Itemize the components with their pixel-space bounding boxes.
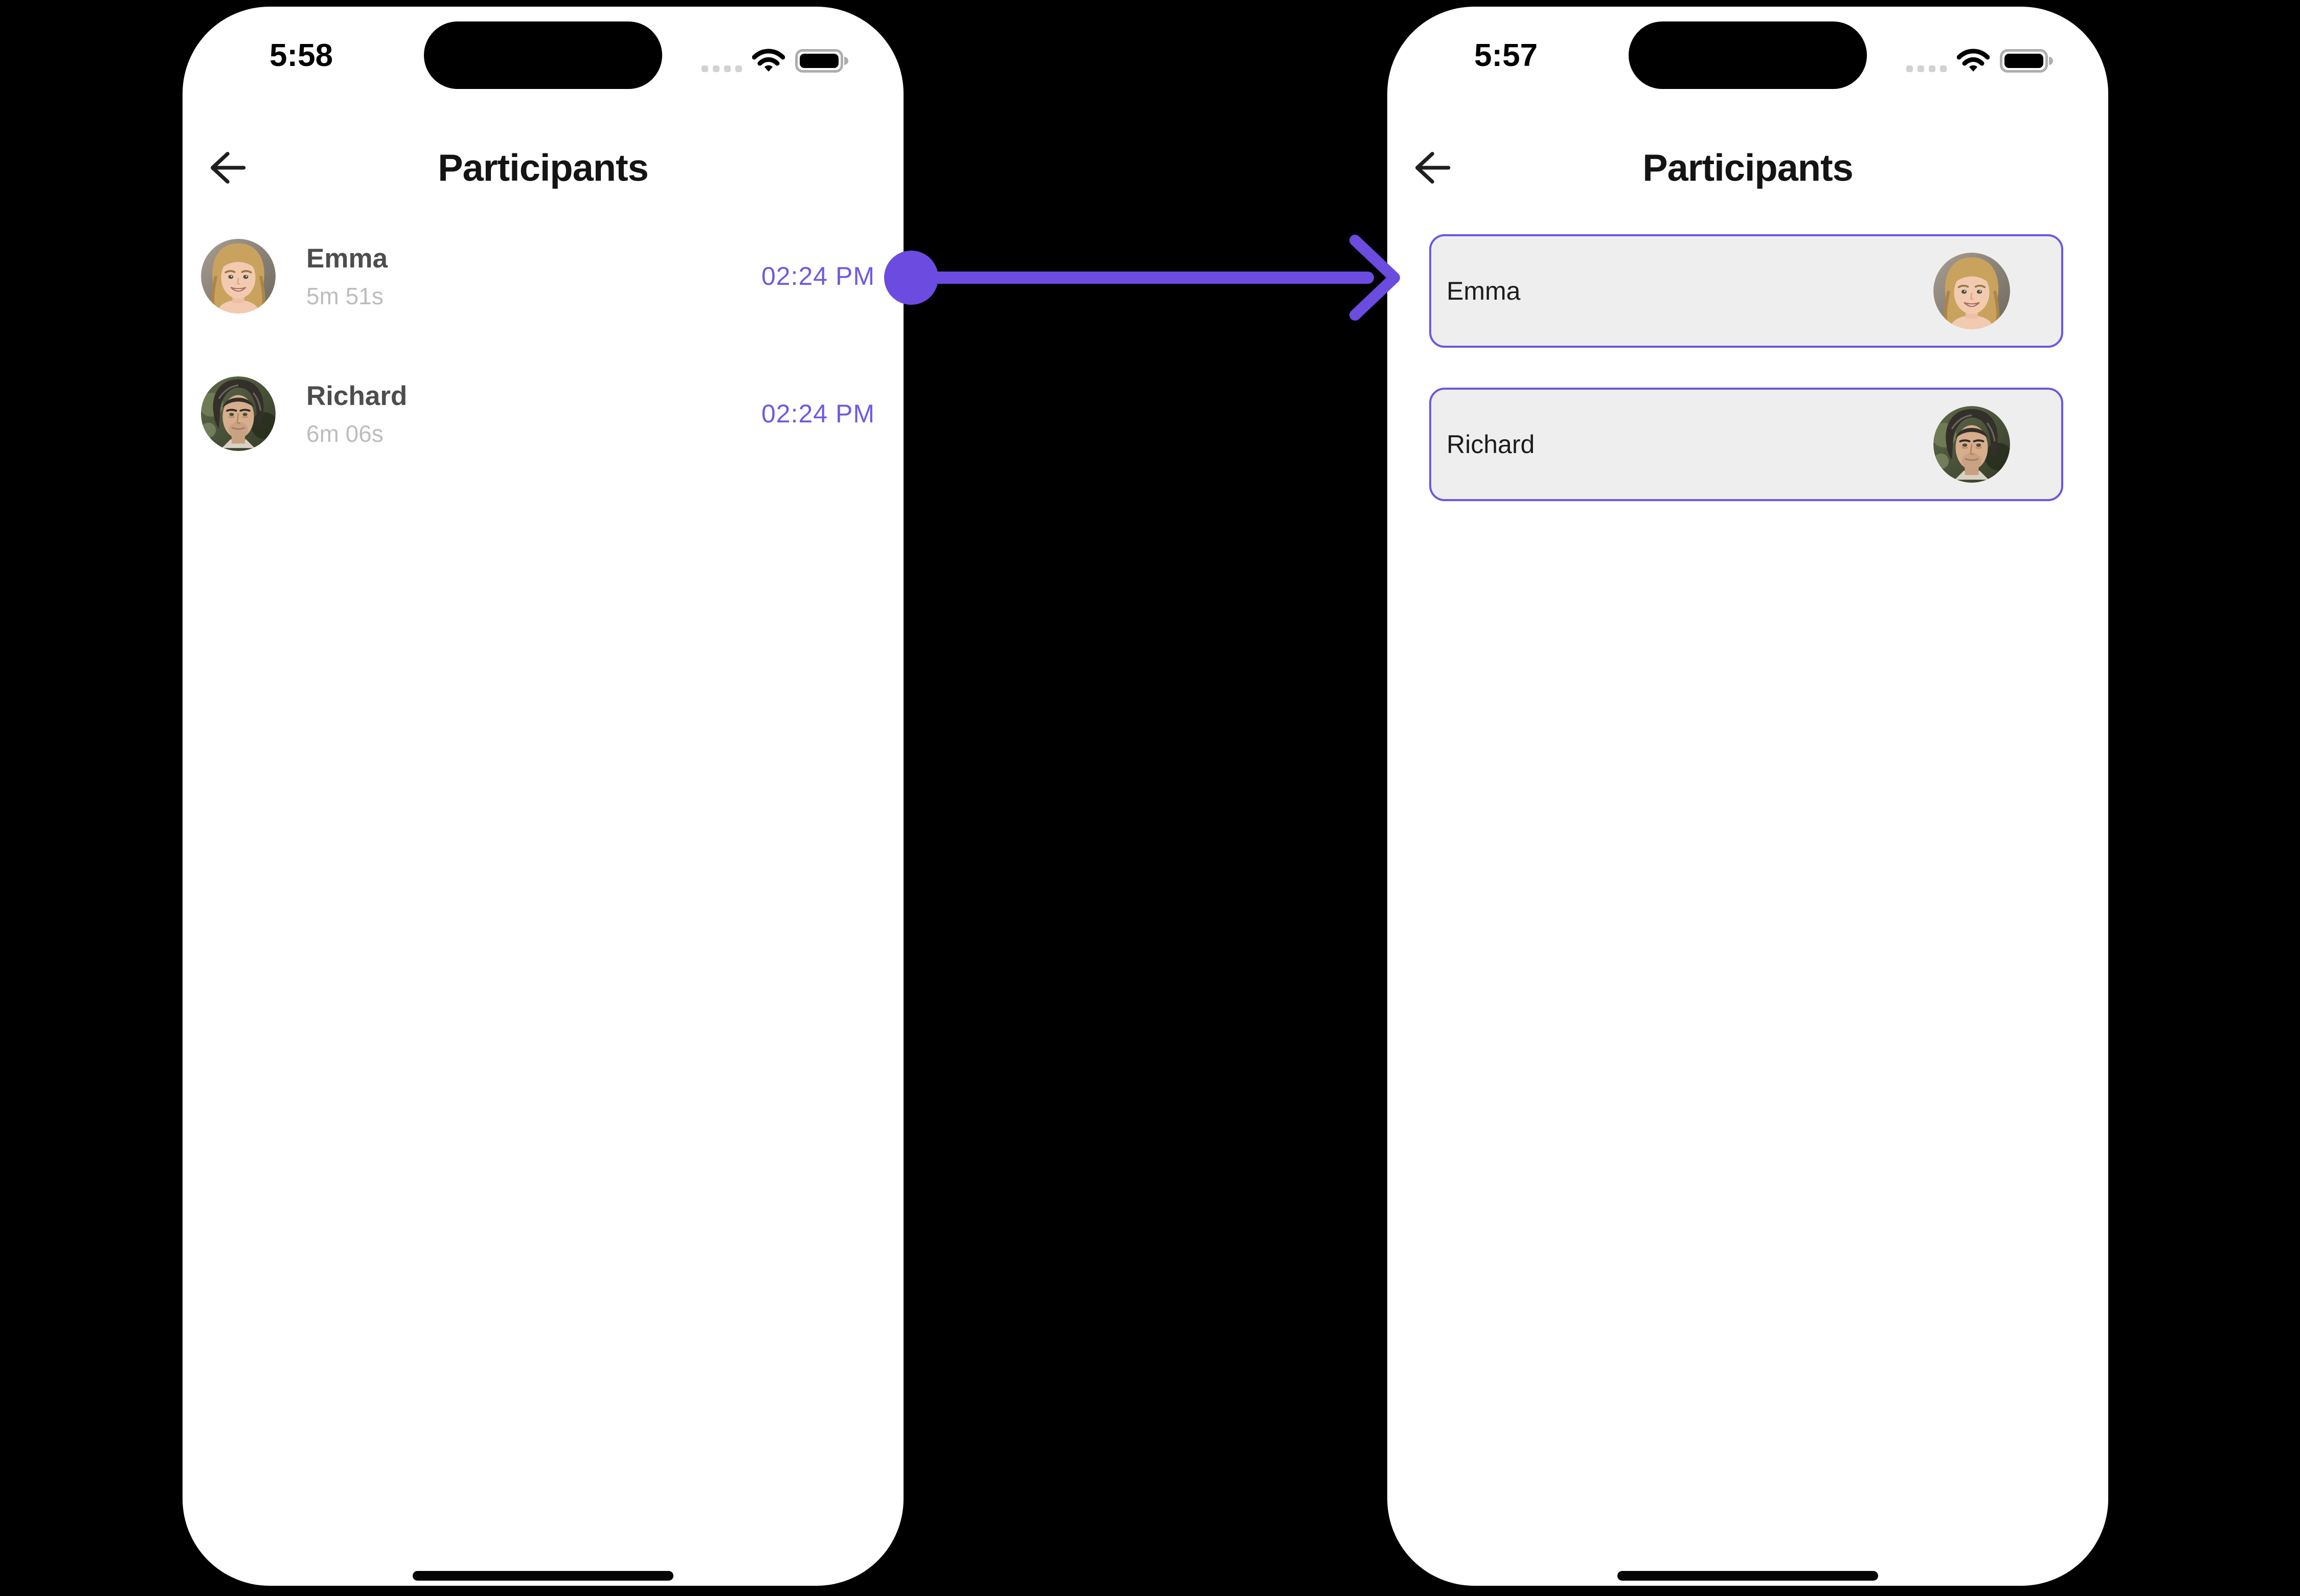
header: Participants (1387, 129, 2108, 206)
header: Participants (183, 129, 904, 206)
participant-card[interactable]: Emma (1429, 234, 2063, 348)
participant-time: 02:24 PM (761, 399, 875, 428)
phone-before-screen: 5:58 Participants Emma 5m 51s (183, 7, 904, 1586)
page-title: Participants (438, 146, 649, 189)
participant-time: 02:24 PM (761, 262, 875, 290)
participant-name: Emma (1447, 277, 1521, 305)
dynamic-island (1629, 21, 1867, 89)
status-bar: 5:58 (183, 7, 904, 104)
participant-list: Emma 5m 51s 02:24 PM Richard 6m 06s 02:2… (201, 238, 875, 513)
participant-name: Richard (306, 380, 408, 411)
status-bar: 5:57 (1387, 7, 2108, 104)
battery-full-icon (2000, 49, 2053, 73)
wifi-icon (1957, 49, 1990, 73)
participant-info: Emma 5m 51s (306, 243, 388, 310)
dynamic-island (424, 21, 662, 89)
participant-row[interactable]: Emma 5m 51s 02:24 PM (201, 238, 875, 314)
status-time: 5:58 (269, 38, 333, 73)
participant-card-list: Emma Richard (1429, 234, 2063, 541)
richard-avatar (201, 376, 276, 451)
participant-row[interactable]: Richard 6m 06s 02:24 PM (201, 375, 875, 452)
cellular-dots-icon (702, 65, 742, 72)
home-indicator[interactable] (413, 1571, 673, 1581)
participant-info: Richard 6m 06s (306, 380, 407, 447)
participant-duration: 6m 06s (306, 420, 384, 447)
arrow-head (1349, 235, 1400, 321)
status-time: 5:57 (1474, 38, 1538, 73)
status-icons (1906, 49, 2053, 73)
emma-avatar (1933, 253, 2010, 329)
status-icons (702, 49, 848, 73)
participant-name: Emma (306, 243, 388, 274)
phone-after-screen: 5:57 Participants Emma Richard (1387, 7, 2108, 1586)
transition-arrow-icon (884, 235, 1400, 321)
emma-avatar (201, 239, 276, 313)
participant-card[interactable]: Richard (1429, 388, 2063, 501)
richard-avatar (1933, 406, 2010, 483)
participant-duration: 5m 51s (306, 282, 384, 309)
wifi-icon (752, 49, 785, 73)
page-title: Participants (1642, 146, 1854, 189)
cellular-dots-icon (1906, 65, 1947, 72)
battery-full-icon (795, 49, 848, 73)
participant-name: Richard (1447, 430, 1535, 459)
home-indicator[interactable] (1617, 1571, 1878, 1581)
